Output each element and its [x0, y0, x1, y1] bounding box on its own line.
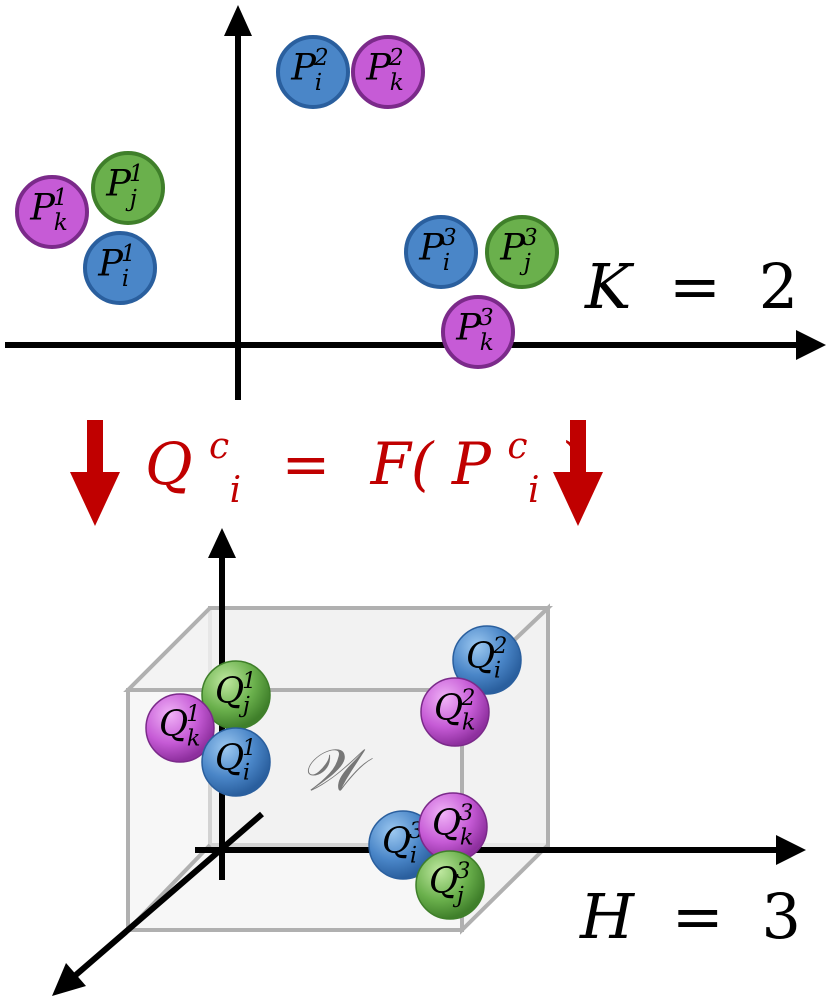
point-marker	[145, 693, 215, 763]
point-marker	[452, 625, 522, 695]
bottom-y-axis-arrowhead	[208, 528, 236, 558]
point-marker	[351, 35, 425, 109]
point-marker	[276, 35, 350, 109]
point-marker	[420, 677, 490, 747]
point-marker	[201, 727, 271, 797]
point-marker	[91, 151, 165, 225]
bottom-z-axis-arrowhead	[52, 963, 86, 996]
point-marker	[441, 295, 515, 369]
h-label: H = 3	[579, 880, 801, 953]
point-marker	[415, 850, 485, 920]
point-marker	[404, 215, 478, 289]
mapping-section: Q c i = F( P c i )	[70, 404, 603, 526]
top-x-axis-arrowhead	[796, 330, 826, 360]
bottom-x-axis-arrowhead	[776, 835, 806, 865]
right-down-arrow	[553, 420, 603, 526]
point-marker	[83, 231, 157, 305]
bottom-z-axis	[68, 811, 264, 983]
left-down-arrow	[70, 420, 120, 526]
mapping-formula: Q c i = F( P c i )	[145, 404, 585, 516]
top-y-axis-arrowhead	[224, 5, 252, 36]
k-label: K = 2	[584, 250, 798, 323]
point-marker	[485, 215, 559, 289]
point-marker	[15, 175, 89, 249]
